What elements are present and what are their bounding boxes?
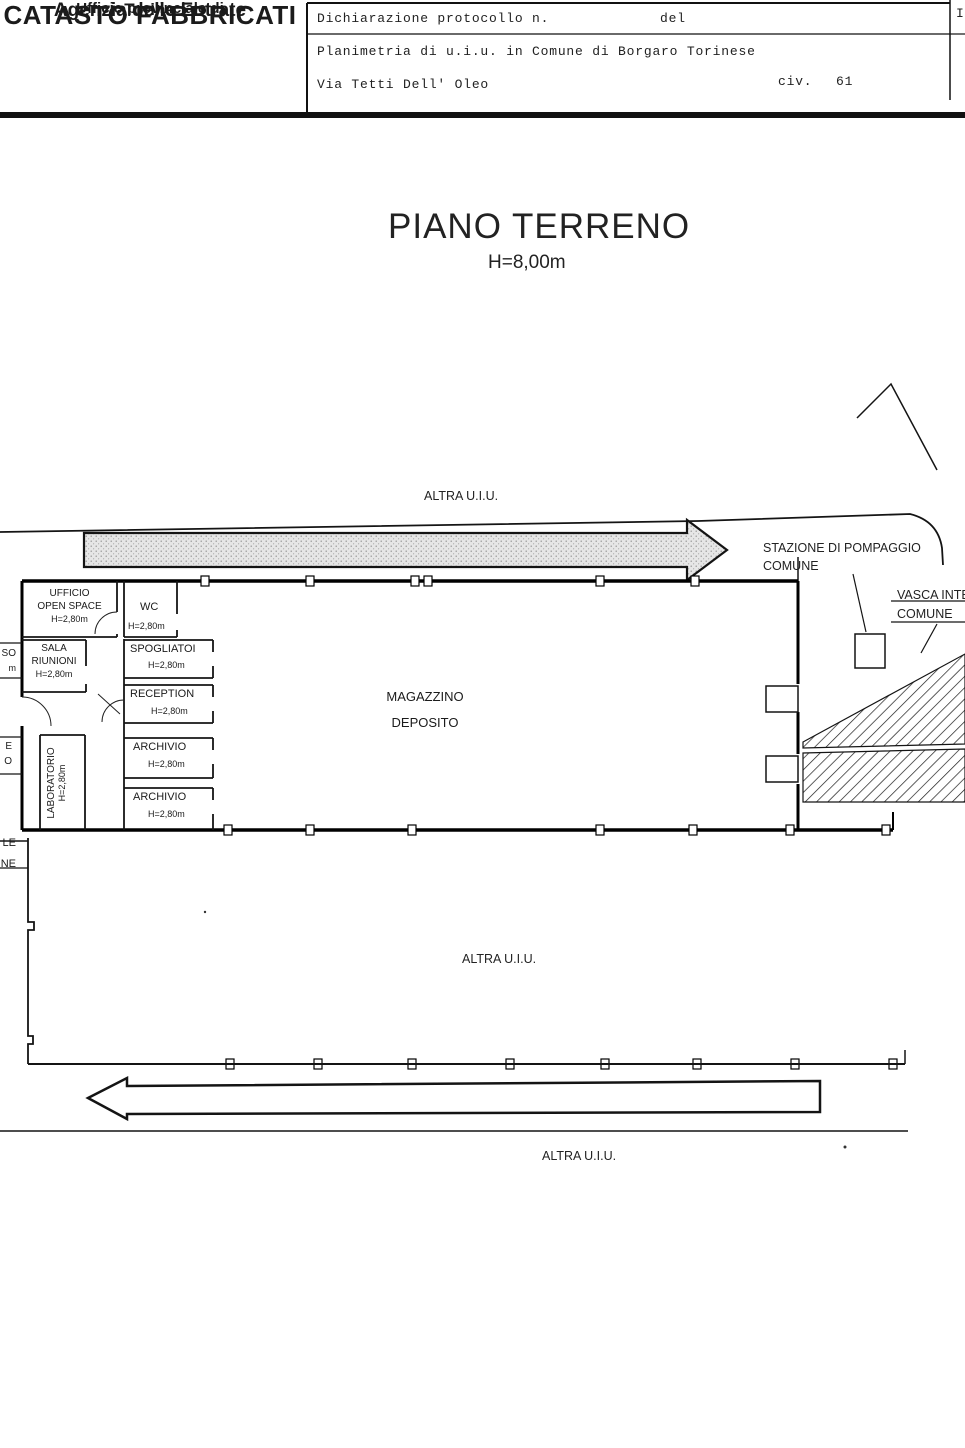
edge-fragment-5: LE	[2, 837, 16, 849]
room-laboratorio-label: LABORATORIO	[46, 747, 57, 819]
lower-area-lines	[0, 642, 906, 1065]
agency-name: Agenzia delle Entrate	[53, 0, 247, 21]
bottom-direction-arrow	[85, 1075, 822, 1122]
room-ufficio-line1: UFFICIO	[49, 588, 90, 599]
room-spogliatoi-label: SPOGLIATOI	[130, 643, 196, 655]
stazione-pompaggio-comune-label: COMUNE	[763, 559, 819, 573]
vasca-lines	[891, 600, 965, 654]
edge-fragment-4: O	[4, 756, 12, 767]
scan-marks	[203, 910, 847, 1149]
vasca-label: VASCA INTE	[897, 588, 965, 602]
room-archivio1-label: ARCHIVIO	[133, 741, 187, 753]
room-deposito-label: DEPOSITO	[391, 715, 459, 730]
room-sala-riunioni: SALA RIUNIONI H=2,80m	[22, 642, 86, 681]
stazione-pompaggio-label: STAZIONE DI POMPAGGIO	[763, 541, 921, 555]
header-edge-fragment: I	[956, 6, 965, 21]
room-spogliatoi-height: H=2,80m	[148, 660, 185, 670]
room-magazzino: MAGAZZINO DEPOSITO	[360, 684, 490, 736]
protocol-label: Dichiarazione protocollo n.	[317, 11, 550, 26]
hatched-ramp	[765, 653, 965, 803]
catasto-title: CATASTO FABBRICATI	[3, 0, 297, 30]
room-archivio1-height: H=2,80m	[148, 759, 185, 769]
civ-label: civ.	[778, 74, 813, 89]
interior-walls	[22, 581, 214, 830]
altra-uiu-middle-label: ALTRA U.I.U.	[462, 952, 537, 966]
planimetria-line: Planimetria di u.i.u. in Comune di Borga…	[317, 44, 756, 59]
page-title: PIANO TERRENO	[388, 207, 691, 246]
header-rules	[0, 0, 965, 118]
edge-fragment-2: m	[8, 663, 17, 673]
room-laboratorio: LABORATORIO H=2,80m	[46, 737, 67, 829]
room-sala-line2: RIUNIONI	[31, 656, 77, 667]
room-archivio2-height: H=2,80m	[148, 809, 185, 819]
top-direction-arrow	[82, 517, 729, 583]
edge-fragment-6: NE	[0, 858, 16, 870]
vasca-comune-label: COMUNE	[897, 607, 953, 621]
altra-uiu-top-label: ALTRA U.I.U.	[424, 489, 499, 503]
wall-column-ticks	[200, 575, 898, 1070]
address-line: Via Tetti Dell' Oleo	[317, 77, 490, 92]
protocol-del-label: del	[660, 11, 686, 26]
room-archivio2-label: ARCHIVIO	[133, 791, 187, 803]
room-wc-height: H=2,80m	[128, 621, 165, 631]
office-city: Torino	[124, 0, 176, 19]
room-laboratorio-height: H=2,80m	[57, 764, 67, 802]
room-reception-label: RECEPTION	[130, 688, 195, 700]
edge-fragment-1: SO	[1, 648, 16, 659]
room-ufficio: UFFICIO OPEN SPACE H=2,80m	[22, 587, 117, 626]
civ-number: 61	[836, 74, 854, 89]
site-boundary-lines	[0, 382, 944, 1132]
room-ufficio-line2: OPEN SPACE	[37, 601, 102, 612]
building-outer-walls	[20, 579, 894, 832]
room-sala-line1: SALA	[41, 643, 67, 654]
pump-station	[852, 573, 886, 669]
room-ufficio-height: H=2,80m	[51, 614, 88, 624]
provincial-office-label: Ufficio provinciale di	[76, 0, 224, 17]
door-swings	[21, 611, 125, 727]
edge-fragment-3: E	[5, 741, 12, 752]
room-wc-label: WC	[140, 601, 159, 613]
room-sala-height: H=2,80m	[35, 669, 73, 679]
room-magazzino-label: MAGAZZINO	[386, 689, 464, 704]
floor-height-label: H=8,00m	[488, 252, 566, 273]
room-reception-height: H=2,80m	[151, 706, 188, 716]
altra-uiu-bottom-label: ALTRA U.I.U.	[542, 1149, 617, 1163]
